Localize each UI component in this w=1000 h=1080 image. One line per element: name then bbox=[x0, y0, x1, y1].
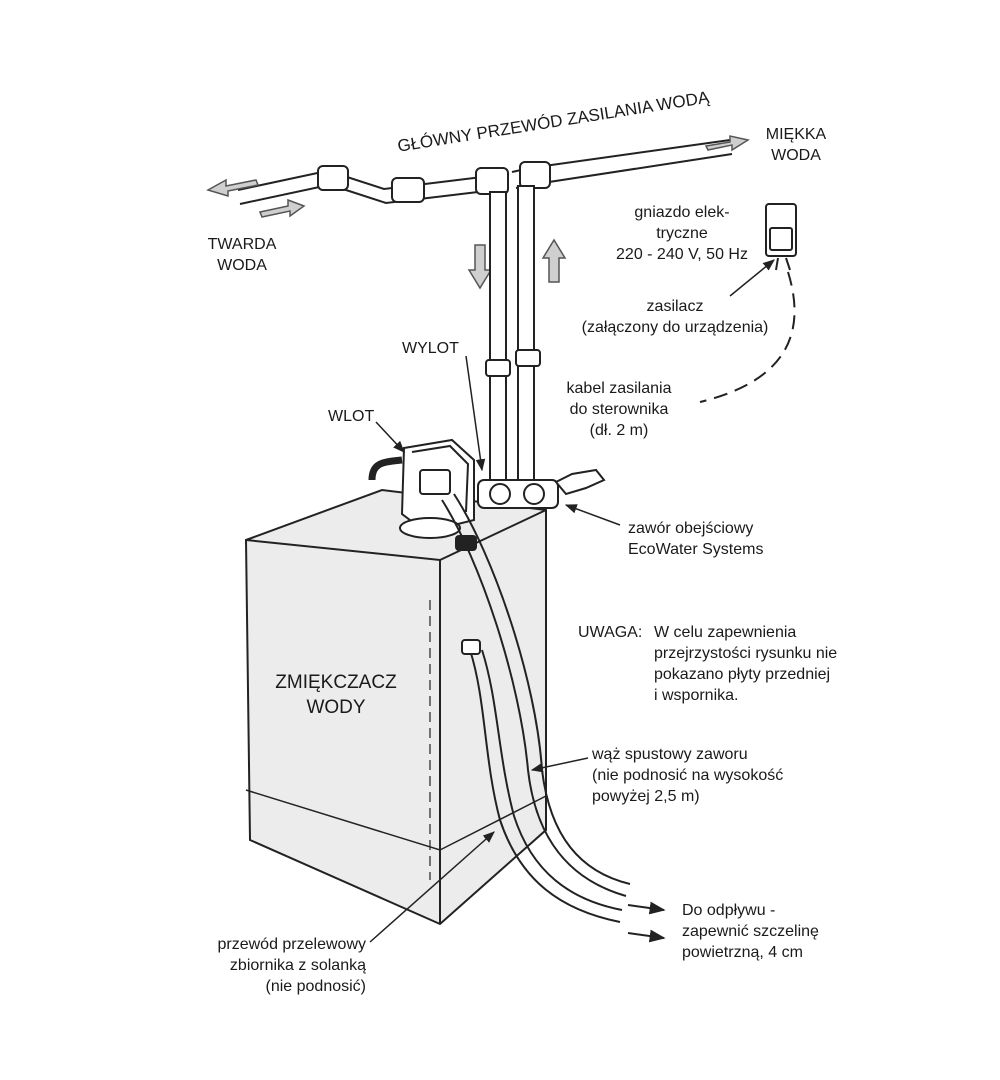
outlet-label: WYLOT bbox=[402, 340, 459, 357]
vertical-pipes bbox=[485, 185, 541, 493]
drain-hose bbox=[441, 493, 631, 897]
hard-water-in-arrow bbox=[258, 198, 306, 218]
soft-water-label: MIĘKKA WODA bbox=[765, 126, 827, 164]
power-supply-label: zasilacz (załączony do urządzenia) bbox=[581, 298, 769, 336]
hard-water-label: TWARDA WODA bbox=[207, 236, 277, 274]
bypass-valve bbox=[477, 468, 606, 509]
hard-water-out-arrow bbox=[206, 178, 260, 198]
bypass-valve-label: zawór obejściowy EcoWater Systems bbox=[628, 520, 764, 558]
soft-water-arrow bbox=[704, 135, 750, 152]
down-arrow bbox=[467, 244, 493, 290]
power-socket bbox=[765, 203, 797, 271]
main-supply-pipe bbox=[237, 139, 733, 205]
overflow-line-label: przewód przelewowy zbiornika z solanką (… bbox=[217, 936, 366, 995]
inlet-label: WLOT bbox=[328, 408, 375, 425]
drain-arrows bbox=[627, 901, 666, 943]
softener-tank bbox=[244, 488, 547, 926]
power-cable-label: kabel zasilania do sterownika (dł. 2 m) bbox=[566, 380, 672, 439]
overflow-line bbox=[461, 639, 623, 923]
drain-hose-label: wąż spustowy zaworu (nie podnosić na wys… bbox=[592, 746, 784, 805]
control-valve bbox=[368, 438, 477, 551]
flow-arrows bbox=[206, 135, 750, 290]
up-arrow bbox=[541, 238, 567, 283]
leader-lines bbox=[369, 259, 775, 943]
note-text: W celu zapewnienia przejrzystości rysunk… bbox=[654, 624, 838, 704]
note-prefix: UWAGA: bbox=[578, 624, 643, 641]
drain-label: Do odpływu - zapewnić szczelinę powietrz… bbox=[682, 902, 819, 961]
softener-label: ZMIĘKCZACZ WODY bbox=[275, 672, 397, 718]
socket-label: gniazdo elek- tryczne 220 - 240 V, 50 Hz bbox=[616, 204, 748, 263]
